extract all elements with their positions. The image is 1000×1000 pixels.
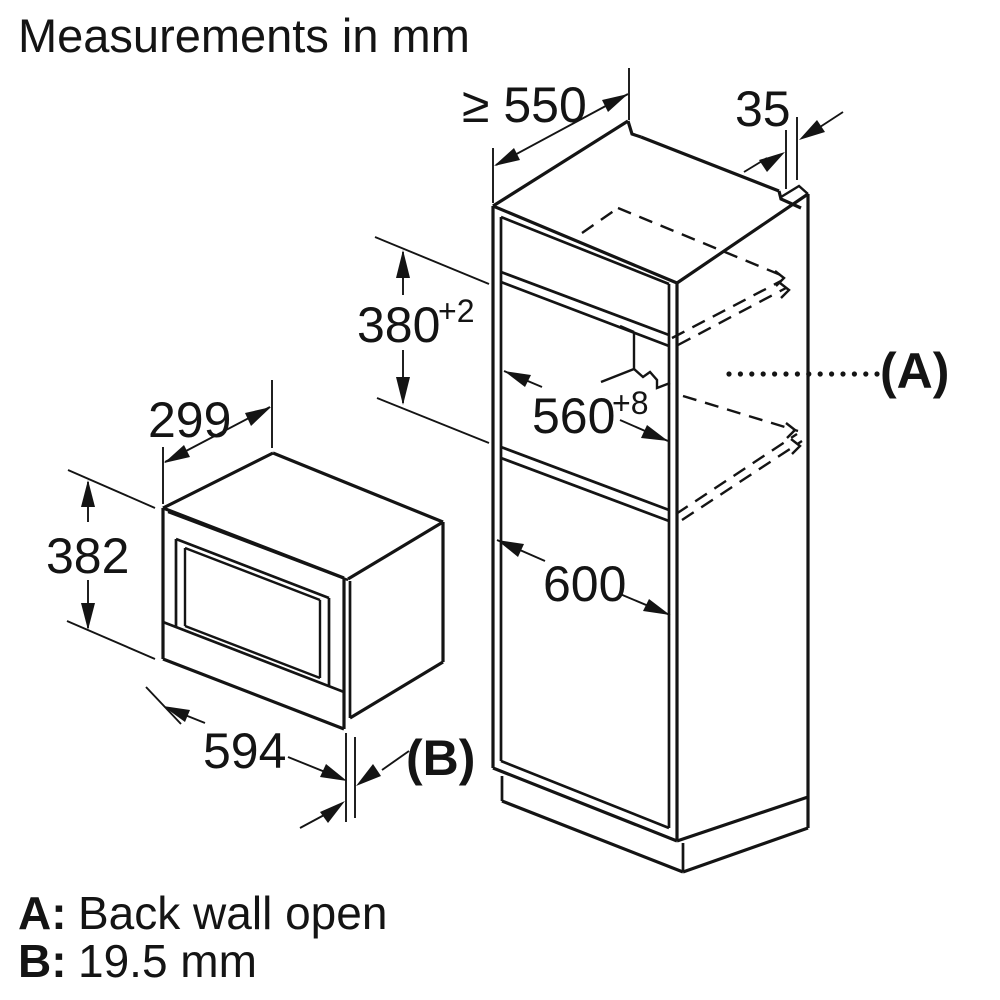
- appliance-width-value: 594: [203, 723, 286, 779]
- dimension-unit-width-600: 600: [496, 539, 671, 616]
- socket-cutout: [600, 324, 671, 390]
- appliance-depth-value: 299: [148, 392, 231, 448]
- dimension-niche-height-380: 380 +2: [357, 236, 490, 444]
- cabinet-shelf-upper: [500, 270, 670, 348]
- cabinet-plinth: [492, 759, 809, 874]
- unit-width-value: 600: [543, 556, 626, 612]
- door-window: [162, 537, 345, 694]
- cabinet-outline: [491, 119, 810, 874]
- dimension-appliance-depth-299: 299: [148, 380, 273, 504]
- dimension-niche-width-560: 560 +8: [503, 370, 669, 444]
- niche-width-value: 560: [532, 388, 615, 444]
- cabinet-shelf-lower: [500, 445, 670, 523]
- dimension-depth-550: ≥ 550: [462, 68, 630, 203]
- dimension-top-rail-35: 35: [735, 81, 844, 189]
- legend-b-text: 19.5 mm: [78, 935, 257, 987]
- back-wall-open-pointer: (A): [726, 343, 949, 399]
- dimension-front-gap-b: (B): [299, 730, 475, 829]
- legend-b-key: B:: [18, 935, 67, 987]
- dimension-appliance-height-382: 382: [46, 469, 156, 660]
- niche-height-value: 380: [357, 297, 440, 353]
- legend: A: Back wall open B: 19.5 mm: [18, 887, 387, 987]
- dimension-appliance-width-594: 594: [145, 686, 347, 781]
- legend-a-text: Back wall open: [78, 887, 387, 939]
- dotted-leader-line: [726, 371, 880, 377]
- depth-550-value: ≥ 550: [462, 77, 587, 133]
- label-b: (B): [406, 730, 475, 786]
- appliance-height-value: 382: [46, 528, 129, 584]
- label-a: (A): [880, 343, 949, 399]
- niche-height-tolerance: +2: [438, 293, 474, 329]
- niche-width-tolerance: +8: [612, 385, 648, 421]
- legend-a-key: A:: [18, 887, 67, 939]
- rail-35-value: 35: [735, 81, 791, 137]
- microwave-outline: [161, 451, 445, 731]
- hidden-back-edges: [581, 206, 803, 522]
- drawing-title: Measurements in mm: [18, 9, 470, 62]
